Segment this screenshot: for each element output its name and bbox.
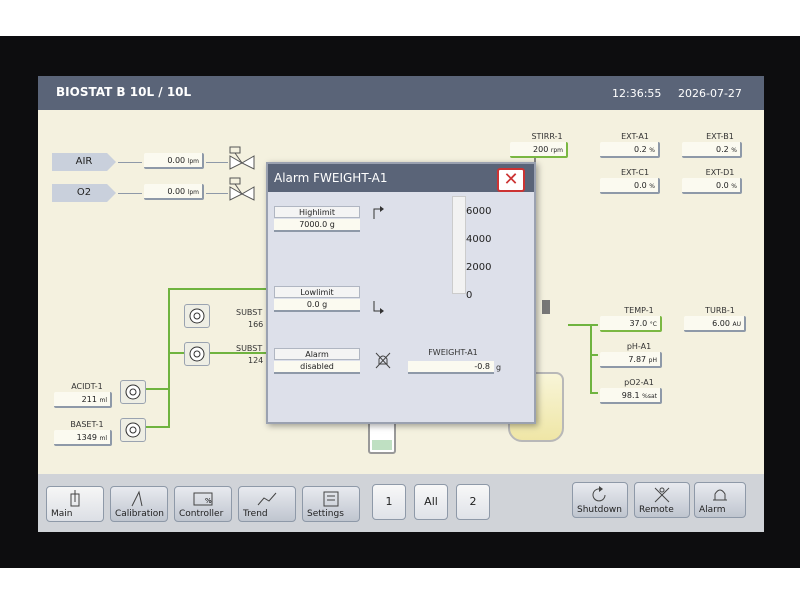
alarm-state-select[interactable]: disabled	[274, 361, 360, 374]
ph-tag: pH-A1	[626, 342, 652, 351]
temp-value[interactable]: 37.0 °C	[600, 316, 662, 332]
subst2-value: 124	[248, 356, 264, 365]
dialog-title: Alarm FWEIGHT-A1	[268, 164, 534, 192]
subst1-tag: SUBST	[236, 308, 263, 317]
close-button[interactable]: ✕	[497, 168, 525, 192]
nav-settings-button[interactable]: Settings	[302, 486, 360, 522]
alarm-button[interactable]: Alarm	[694, 482, 746, 518]
po2-tag: pO2-A1	[624, 378, 654, 387]
acid-tag: ACIDT-1	[71, 382, 103, 391]
scale-tick: 0	[466, 290, 473, 301]
page-1-button[interactable]: 1	[372, 484, 406, 520]
subst-pump-2[interactable]	[184, 342, 210, 366]
page-all-button[interactable]: All	[414, 484, 448, 520]
hmi-screen: BIOSTAT B 10L / 10L 12:36:55 2026-07-27 …	[38, 76, 764, 532]
alarm-dialog: Alarm FWEIGHT-A1 ✕ Highlimit 7000.0 g Lo…	[266, 162, 536, 424]
ext-d1-value[interactable]: 0.0 %	[682, 178, 742, 194]
clock-time: 12:36:55	[612, 87, 662, 100]
temp-tag: TEMP-1	[624, 306, 654, 315]
pump-icon	[189, 308, 205, 324]
title-bar: BIOSTAT B 10L / 10L 12:36:55 2026-07-27	[38, 76, 764, 110]
highlimit-label: Highlimit	[274, 206, 360, 218]
nav-controller-button[interactable]: % Controller	[174, 486, 232, 522]
pv-unit: g	[496, 363, 502, 372]
ext-b1-value[interactable]: 0.2 %	[682, 142, 742, 158]
po2-value[interactable]: 98.1 %sat	[600, 388, 662, 404]
acid-value[interactable]: 211 ml	[54, 392, 112, 408]
subst1-value: 166	[248, 320, 264, 329]
lowlimit-input[interactable]: 0.0 g	[274, 299, 360, 312]
trend-icon	[257, 492, 277, 506]
nav-calibration-button[interactable]: Calibration	[110, 486, 168, 522]
o2-gas-button[interactable]: O2	[52, 184, 116, 202]
alarm-label: Alarm	[274, 348, 360, 360]
air-valve-icon[interactable]	[228, 146, 258, 170]
pump-icon	[125, 422, 141, 438]
ext-c1-value[interactable]: 0.0 %	[600, 178, 660, 194]
lowlimit-label: Lowlimit	[274, 286, 360, 298]
ext-d1-tag: EXT-D1	[705, 168, 735, 177]
low-limit-arrow-icon	[373, 301, 384, 314]
base-pump[interactable]	[120, 418, 146, 442]
pump-icon	[189, 346, 205, 362]
base-tag: BASET-1	[70, 420, 104, 429]
page-2-button[interactable]: 2	[456, 484, 490, 520]
refresh-icon	[592, 486, 606, 502]
vessel-icon	[70, 490, 80, 507]
turb-tag: TURB-1	[705, 306, 735, 315]
alarm-disabled-bell-icon	[375, 352, 391, 369]
turb-value[interactable]: 6.00 AU	[684, 316, 746, 332]
remote-button[interactable]: Remote	[634, 482, 690, 518]
high-limit-arrow-icon	[373, 206, 384, 219]
ext-b1-tag: EXT-B1	[706, 132, 734, 141]
ph-value[interactable]: 7.87 pH	[600, 352, 662, 368]
svg-text:%: %	[205, 497, 212, 505]
ext-a1-value[interactable]: 0.2 %	[600, 142, 660, 158]
base-value[interactable]: 1349 ml	[54, 430, 112, 446]
pv-label: FWEIGHT-A1	[428, 348, 478, 357]
calibration-icon	[131, 490, 143, 507]
scale-tick: 2000	[466, 262, 492, 273]
controller-icon: %	[193, 492, 213, 506]
air-gas-button[interactable]: AIR	[52, 153, 116, 171]
nav-main-button[interactable]: Main	[46, 486, 104, 522]
o2-flow-value[interactable]: 0.00 lpm	[144, 184, 204, 200]
bell-icon	[713, 489, 727, 501]
highlimit-input[interactable]: 7000.0 g	[274, 219, 360, 232]
app-title: BIOSTAT B 10L / 10L	[56, 85, 192, 99]
scale-tick: 6000	[466, 206, 492, 217]
remote-disabled-icon	[654, 487, 670, 503]
ext-c1-tag: EXT-C1	[620, 168, 650, 177]
footer-toolbar: Main Calibration % Controller Trend Sett…	[38, 474, 764, 532]
nav-trend-button[interactable]: Trend	[238, 486, 296, 522]
clock-date: 2026-07-27	[678, 87, 742, 100]
settings-icon	[323, 491, 339, 507]
fweight-scale-bar	[452, 196, 466, 294]
shutdown-button[interactable]: Shutdown	[572, 482, 628, 518]
stirr-value[interactable]: 200 rpm	[510, 142, 568, 158]
air-flow-value[interactable]: 0.00 lpm	[144, 153, 204, 169]
o2-valve-icon[interactable]	[228, 177, 258, 201]
pv-value: -0.8	[408, 361, 494, 374]
stirr-tag: STIRR-1	[531, 132, 563, 141]
ext-a1-tag: EXT-A1	[621, 132, 649, 141]
subst2-tag: SUBST	[236, 344, 263, 353]
acid-pump[interactable]	[120, 380, 146, 404]
pump-icon	[125, 384, 141, 400]
subst-pump-1[interactable]	[184, 304, 210, 328]
scale-tick: 4000	[466, 234, 492, 245]
